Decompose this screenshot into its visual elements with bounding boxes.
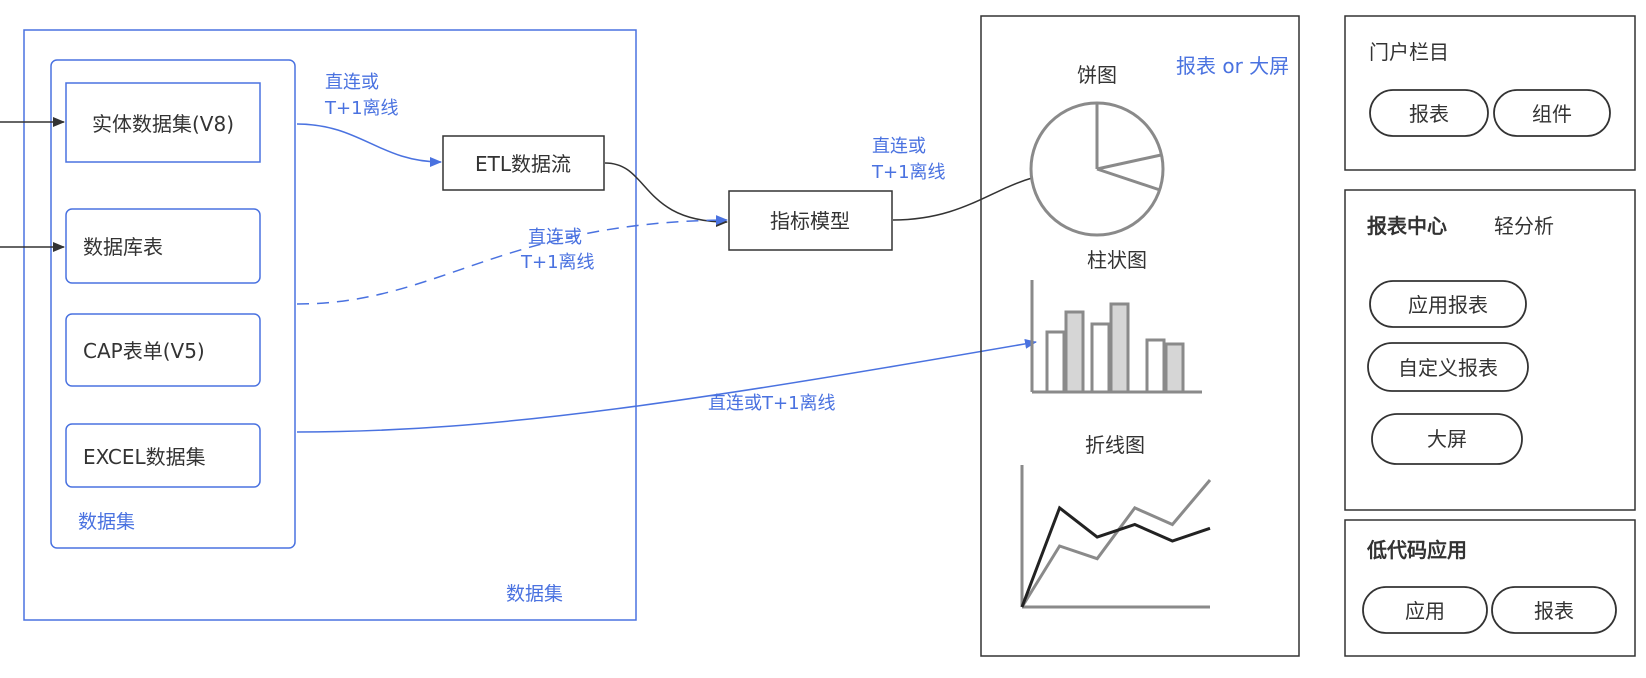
- source-item-excel[interactable]: EXCEL数据集: [65, 423, 261, 488]
- etl-flow-box[interactable]: ETL数据流: [442, 135, 605, 191]
- bar-sketch-bar: [1090, 322, 1111, 394]
- portal-report-button[interactable]: 报表: [1369, 89, 1489, 137]
- bar-sketch-bar: [1164, 342, 1185, 394]
- portal-widget-button[interactable]: 组件: [1493, 89, 1611, 137]
- edge-label-line1: 直连或: [325, 72, 379, 93]
- lowcode-panel-title: 低代码应用: [1366, 538, 1467, 562]
- etl-flow-label: ETL数据流: [475, 152, 571, 176]
- inner-group-label: 数据集: [78, 511, 135, 533]
- button-label: 自定义报表: [1398, 356, 1498, 380]
- source-item-cap-form[interactable]: CAP表单(V5): [65, 313, 261, 387]
- edge-db-to-model: [296, 215, 728, 305]
- bar-sketch-bar: [1145, 338, 1166, 394]
- portal-panel: [1344, 15, 1636, 171]
- edge-label-line1: 直连或: [528, 227, 582, 248]
- bar-chart-label: 柱状图: [1087, 248, 1147, 272]
- edge-label-line2: T+1离线: [871, 162, 946, 183]
- button-label: 大屏: [1427, 427, 1467, 451]
- edge-label-line1: 直连或: [872, 136, 926, 157]
- lowcode-app-button[interactable]: 应用: [1362, 586, 1488, 634]
- app-report-button[interactable]: 应用报表: [1369, 280, 1527, 328]
- metric-model-box[interactable]: 指标模型: [728, 190, 893, 251]
- source-item-label: CAP表单(V5): [83, 339, 205, 363]
- source-item-db-table[interactable]: 数据库表: [65, 208, 261, 284]
- button-label: 组件: [1532, 102, 1572, 126]
- big-screen-button[interactable]: 大屏: [1371, 413, 1523, 465]
- custom-report-button[interactable]: 自定义报表: [1367, 342, 1529, 392]
- source-item-label: EXCEL数据集: [83, 445, 206, 469]
- edge-label-line2: T+1离线: [520, 252, 595, 273]
- button-label: 报表: [1534, 599, 1574, 623]
- button-label: 应用: [1405, 599, 1445, 623]
- button-label: 应用报表: [1408, 293, 1488, 317]
- pie-chart-label: 饼图: [1077, 63, 1117, 87]
- button-label: 报表: [1409, 102, 1449, 126]
- outer-group-label: 数据集: [506, 583, 563, 605]
- portal-panel-title: 门户栏目: [1369, 40, 1449, 64]
- line-chart-sketch: [1020, 465, 1212, 609]
- edge-etl-to-model: [604, 162, 728, 227]
- report-center-title: 报表中心: [1367, 214, 1447, 238]
- source-item-entity[interactable]: 实体数据集(V8): [65, 82, 261, 163]
- lowcode-report-button[interactable]: 报表: [1491, 586, 1617, 634]
- edge-label-excel: 直连或T+1离线: [708, 393, 836, 414]
- metric-model-label: 指标模型: [770, 209, 850, 233]
- edge-excel-to-bar: [296, 338, 1037, 433]
- dataset-outer-group: [23, 29, 637, 621]
- report-panel: [980, 15, 1300, 657]
- edge-entity-to-etl: [296, 123, 442, 167]
- report-center-panel: [1344, 189, 1636, 511]
- bar-chart-sketch: [1030, 280, 1202, 394]
- lowcode-panel: [1344, 519, 1636, 657]
- source-item-label: 数据库表: [83, 235, 163, 259]
- edge-model-to-pie: [892, 177, 1033, 221]
- line-sketch-grey: [1020, 479, 1212, 608]
- edge-label-line2: T+1离线: [324, 98, 399, 119]
- bar-sketch-bar: [1045, 330, 1066, 394]
- bar-sketch-bar: [1109, 302, 1130, 394]
- line-sketch-dark: [1020, 505, 1211, 608]
- report-center-subtitle: 轻分析: [1494, 214, 1554, 238]
- report-panel-title: 报表 or 大屏: [1176, 54, 1289, 78]
- bar-sketch-bar: [1064, 310, 1085, 394]
- source-item-label: 实体数据集(V8): [92, 112, 234, 136]
- pie-chart-sketch: [1029, 101, 1165, 237]
- dataset-inner-group: [50, 59, 296, 549]
- line-chart-label: 折线图: [1085, 433, 1145, 457]
